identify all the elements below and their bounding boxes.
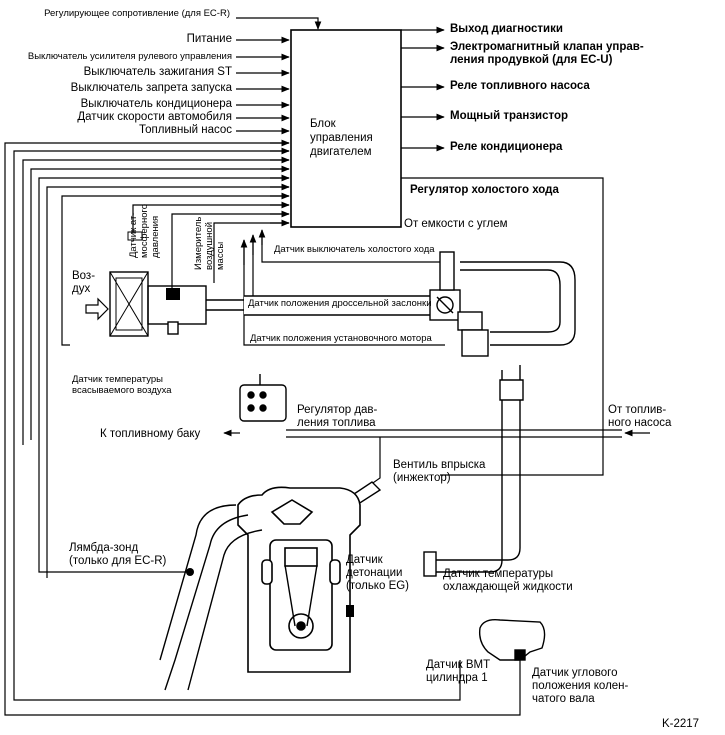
crank-label: Датчик углового положения колен- чатого … [532,667,629,705]
intake-temp-label: Датчик температуры всасываемого воздуха [72,374,172,396]
output-label-4: Реле кондиционера [450,141,563,153]
lambda-label: Лямбда-зонд (только для EC-R) [69,542,167,567]
engine-block [237,486,361,673]
air-flow-arrow [85,297,109,321]
input-label-6: Датчик скорости автомобиля [77,111,232,123]
air-filter [109,271,244,337]
input-label-5: Выключатель кондиционера [80,98,232,110]
coolant-sensor [423,551,437,577]
output-label-1: Электромагнитный клапан управ- ления про… [450,41,644,66]
output-label-2: Реле топливного насоса [450,80,590,92]
input-label-0: Регулирующее сопротивление (для EC-R) [44,8,230,19]
input-label-1: Питание [186,33,232,45]
to-tank-label: К топливному баку [100,428,201,440]
air-mass-meter [166,288,180,300]
ecu-box [290,29,402,228]
input-label-2: Выключатель усилителя рулевого управлени… [27,51,232,62]
throttle-sensor-label: Датчик положения дроссельной заслонки [248,298,432,309]
motor-position-label: Датчик положения установочного мотора [250,333,432,344]
injector-label: Вентиль впрыска (инжектор) [393,459,486,484]
pressure-regulator-label: Регулятор дав- ления топлива [297,404,378,429]
input-label-3: Выключатель зажигания ST [83,66,232,78]
air-mass-label: Измеритель воздушной массы [193,216,226,270]
output-label-3: Мощный транзистор [450,110,569,122]
output-label-0: Выход диагностики [450,23,563,35]
coolant-temp-label: Датчик температуры охлаждающей жидкости [443,568,573,593]
sensor-wiring [4,139,521,716]
canister-label: От емкости с углем [404,218,508,230]
air-label: Воз- дух [72,270,96,295]
atm-pressure-label: Датчик ат- мосферного давления [128,203,161,258]
idle-regulator-label: Регулятор холостого хода [410,184,559,196]
from-pump-label: От топлив- ного насоса [608,404,672,429]
input-label-4: Выключатель запрета запуска [70,82,232,94]
figure-id: K-2217 [662,718,700,730]
knock-sensor [346,605,354,617]
exhaust-pipes [159,504,263,691]
knock-label: Датчик детонации (только EG) [346,554,410,592]
output-arrows [401,26,445,152]
lambda-sensor [186,568,194,576]
idle-switch-label: Датчик выключатель холостого хода [274,244,435,255]
fuel-pressure-regulator [239,374,287,422]
input-label-7: Топливный насос [139,124,232,136]
bmt-label: Датчик ВМТ цилиндра 1 [426,659,491,684]
input-arrows [236,17,322,135]
throttle-body [244,251,489,357]
ecu-label: Блок управления двигателем [310,118,373,158]
atm-pressure-sensor [127,231,143,241]
intake-duct [430,261,576,573]
distributor [478,618,546,661]
